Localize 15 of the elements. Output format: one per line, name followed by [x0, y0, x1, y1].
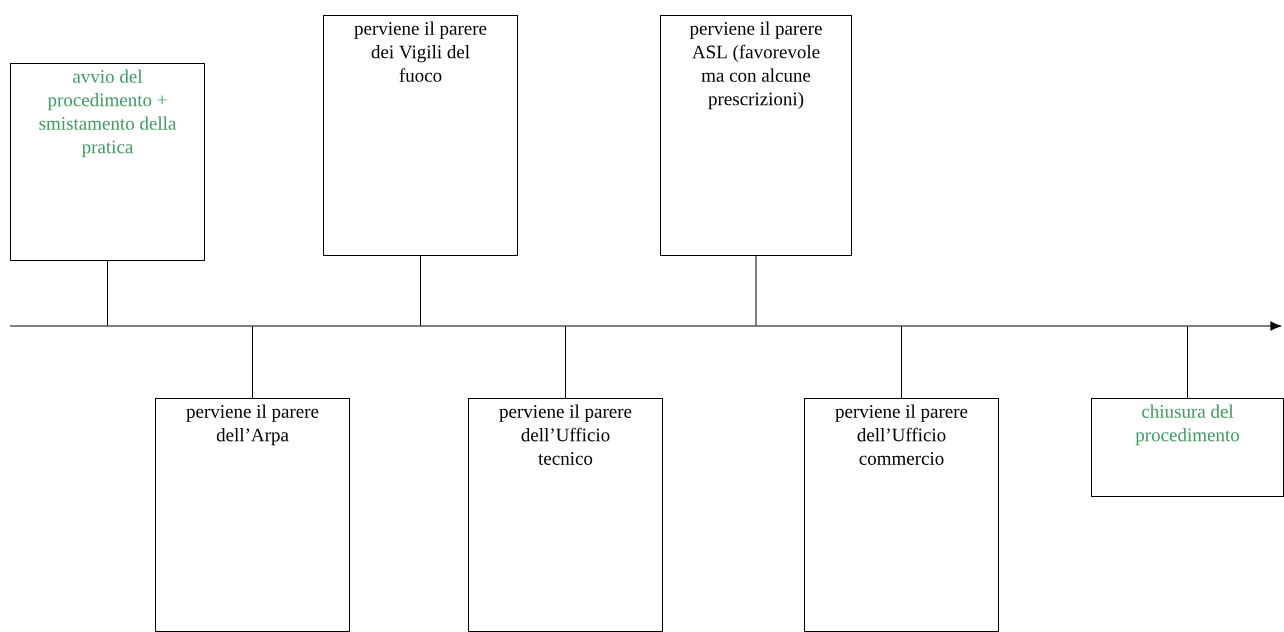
event-box: chiusura del procedimento	[1091, 398, 1284, 497]
event-box: perviene il parere dell’Arpa	[155, 398, 350, 632]
connector-line	[420, 255, 421, 326]
event-box: perviene il parere ASL (favorevole ma con alcune prescrizioni)	[660, 15, 852, 256]
timeline-arrow	[9, 321, 1282, 331]
connector-line	[1187, 326, 1188, 399]
event-box: perviene il parere dell’Ufficio commercio	[804, 398, 999, 632]
connector-line	[107, 260, 108, 326]
connector-line	[565, 326, 566, 399]
event-box: avvio del procedimento + smistamento della pratica	[10, 63, 205, 261]
connector-line	[901, 326, 902, 399]
connector-line	[252, 326, 253, 399]
connector-line	[755, 255, 757, 326]
event-box: perviene il parere dei Vigili del fuoco	[323, 15, 518, 256]
event-box: perviene il parere dell’Ufficio tecnico	[468, 398, 663, 632]
